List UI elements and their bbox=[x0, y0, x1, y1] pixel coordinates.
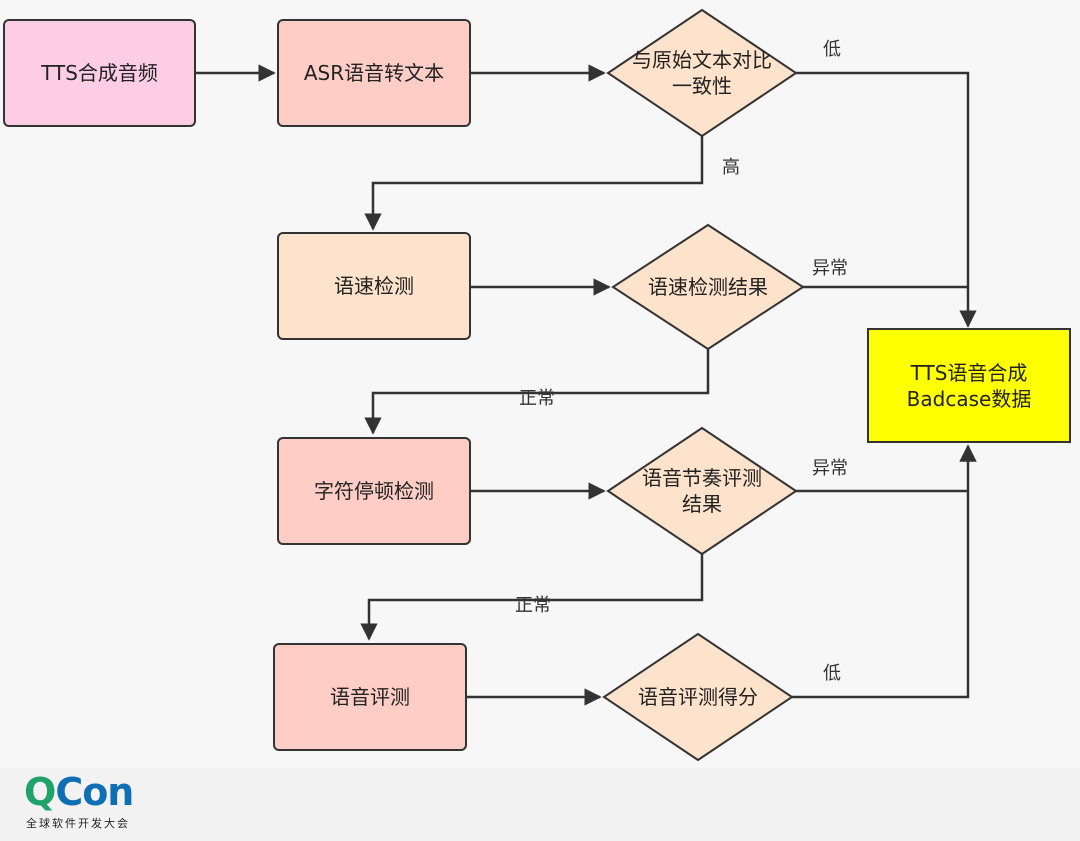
logo-subtitle: 全球软件开发大会 bbox=[26, 817, 130, 830]
node-tts-audio: TTS合成音频 bbox=[3, 19, 196, 127]
edge-compare-high bbox=[364, 136, 704, 231]
node-tts-audio-label: TTS合成音频 bbox=[41, 61, 158, 85]
edge-label-score-low: 低 bbox=[823, 663, 841, 684]
node-pause-check-label: 字符停顿检测 bbox=[314, 479, 434, 503]
node-speech-eval: 语音评测 bbox=[273, 643, 467, 751]
footer-bar bbox=[0, 768, 1080, 841]
node-badcase-label: TTS语音合成 Badcase数据 bbox=[906, 360, 1032, 411]
node-pause-check: 字符停顿检测 bbox=[277, 437, 471, 545]
node-asr: ASR语音转文本 bbox=[277, 19, 471, 127]
edge-rhythm-normal bbox=[360, 554, 704, 641]
edge-label-speed-abnormal: 异常 bbox=[812, 258, 848, 279]
edge-label-compare-high: 高 bbox=[722, 157, 740, 178]
node-badcase: TTS语音合成 Badcase数据 bbox=[867, 328, 1071, 443]
logo-con: Con bbox=[55, 770, 134, 814]
edge-label-compare-low: 低 bbox=[823, 39, 841, 60]
speed-result-diamond bbox=[611, 223, 805, 351]
logo-q: Q bbox=[24, 770, 56, 814]
edge-label-rhythm-abnormal: 异常 bbox=[812, 458, 848, 479]
edge-label-speed-normal: 正常 bbox=[519, 388, 555, 409]
node-speed-check: 语速检测 bbox=[277, 232, 471, 340]
rhythm-result-diamond bbox=[606, 426, 798, 556]
score-diamond bbox=[602, 632, 794, 762]
edge-label-rhythm-normal: 正常 bbox=[515, 595, 551, 616]
edge-speed-normal bbox=[364, 349, 710, 435]
node-speed-check-label: 语速检测 bbox=[334, 274, 414, 298]
qcon-logo: QCon bbox=[24, 770, 134, 814]
node-speech-eval-label: 语音评测 bbox=[330, 685, 410, 709]
edge-compare-low bbox=[796, 71, 977, 328]
node-asr-label: ASR语音转文本 bbox=[303, 61, 445, 85]
edge-score-low bbox=[792, 444, 977, 699]
compare-diamond bbox=[606, 8, 798, 138]
